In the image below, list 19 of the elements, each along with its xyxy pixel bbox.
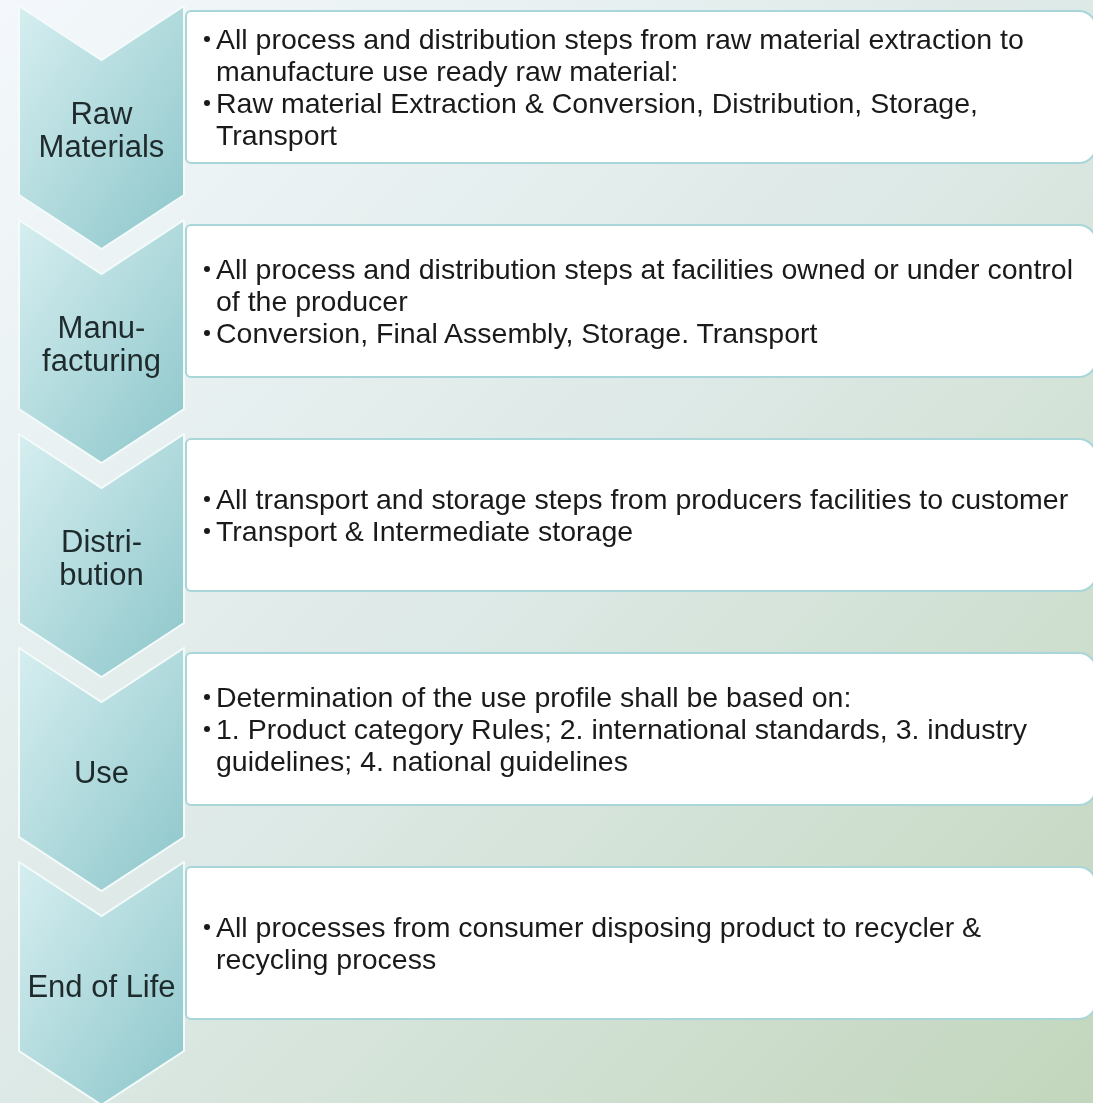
step-label: Raw Materials <box>37 97 166 163</box>
description-text: Conversion, Final Assembly, Storage. Transport <box>216 317 818 349</box>
step-label: Manu- facturing <box>41 311 162 377</box>
description-card <box>185 866 1093 1020</box>
description-text: All process and distribution steps at facilities owned or under control of the producer <box>216 253 1075 317</box>
step-label: Use <box>73 755 130 789</box>
description-card <box>185 10 1093 164</box>
description-text: All process and distribution steps from raw material extraction to manufacture use ready raw material: <box>216 23 1025 87</box>
step-label: End of Life <box>27 969 176 1003</box>
description-card <box>185 652 1093 806</box>
description-text: Raw material Extraction & Conversion, Distribution, Storage, Transport <box>216 87 979 151</box>
description-text: All transport and storage steps from producers facilities to customer <box>216 483 1069 515</box>
description-card <box>185 224 1093 378</box>
description-text: 1. Product category Rules; 2. international standards, 3. industry guidelines; 4. national guidelines <box>216 713 1029 777</box>
description-text: Transport & Intermediate storage <box>216 515 634 547</box>
description-text: All processes from consumer disposing product to recycler & recycling process <box>216 911 983 975</box>
step-label: Distri- bution <box>58 525 145 591</box>
description-card <box>185 438 1093 592</box>
description-text: Determination of the use profile shall be based on: <box>216 681 852 713</box>
